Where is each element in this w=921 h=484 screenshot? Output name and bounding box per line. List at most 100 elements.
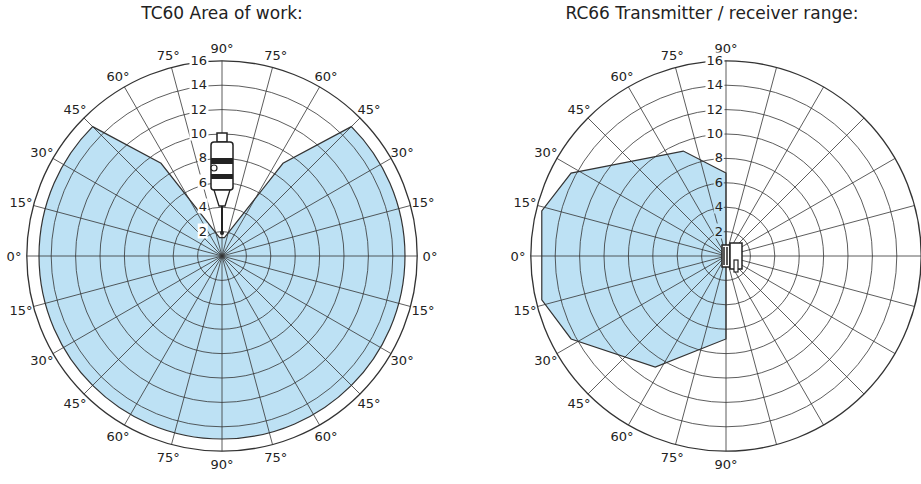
grid-spoke xyxy=(726,61,727,256)
angle-label: 45° xyxy=(63,396,86,411)
grid-spoke xyxy=(84,256,222,394)
angle-label: 75° xyxy=(157,449,180,464)
angle-label: 75° xyxy=(157,48,180,63)
grid-spoke xyxy=(537,205,726,256)
grid-spoke xyxy=(537,256,726,307)
grid-spoke xyxy=(557,158,726,256)
radius-label: 6 xyxy=(198,174,208,189)
radius-label: 12 xyxy=(705,101,724,116)
radius-label: 2 xyxy=(198,223,208,238)
angle-label: 45° xyxy=(358,101,381,116)
radius-label: 14 xyxy=(189,77,208,92)
grid-spoke xyxy=(588,256,726,394)
grid-spoke xyxy=(33,205,222,256)
grid-spoke xyxy=(222,118,360,256)
chart-title: RC66 Transmitter / receiver range: xyxy=(565,3,858,23)
angle-label: 45° xyxy=(63,101,86,116)
probe-band xyxy=(211,158,233,164)
receiver-window xyxy=(726,247,728,265)
grid-spoke xyxy=(222,256,360,394)
grid-spoke xyxy=(222,256,320,425)
angle-label: 0° xyxy=(7,249,22,264)
angle-label: 60° xyxy=(610,68,633,83)
radius-label: 16 xyxy=(189,52,208,67)
grid-spoke xyxy=(557,256,726,354)
angle-label: 60° xyxy=(610,429,633,444)
angle-label: 75° xyxy=(264,48,287,63)
grid-spoke xyxy=(726,256,824,425)
grid-spoke xyxy=(124,256,222,425)
grid-spoke xyxy=(222,256,273,445)
angle-label: 30° xyxy=(30,353,53,368)
angle-label: 75° xyxy=(661,449,684,464)
angle-label: 90° xyxy=(210,457,233,472)
angle-label: 90° xyxy=(714,457,737,472)
angle-label: 30° xyxy=(391,353,414,368)
angle-label: 60° xyxy=(106,429,129,444)
angle-label: 30° xyxy=(534,145,557,160)
grid-circle xyxy=(27,61,417,451)
angle-label: 15° xyxy=(514,195,537,210)
grid-spoke xyxy=(726,256,777,445)
radius-label: 10 xyxy=(705,126,724,141)
angle-label: 45° xyxy=(567,396,590,411)
grid-spoke xyxy=(588,118,726,256)
angle-label: 60° xyxy=(106,68,129,83)
angle-label: 60° xyxy=(314,68,337,83)
grid-spoke xyxy=(726,118,864,256)
probe-taper xyxy=(214,190,230,206)
angle-label: 15° xyxy=(411,195,434,210)
grid-spoke xyxy=(628,256,726,425)
angle-label: 30° xyxy=(534,353,557,368)
radius-label: 2 xyxy=(714,223,724,238)
range-area xyxy=(542,151,726,367)
angle-label: 60° xyxy=(314,429,337,444)
grid-spoke xyxy=(726,87,824,256)
probe-body xyxy=(211,142,233,190)
grid-spoke xyxy=(675,256,726,445)
radius-label: 4 xyxy=(198,199,208,214)
radius-label: 8 xyxy=(714,150,724,165)
angle-label: 30° xyxy=(391,145,414,160)
grid-spoke xyxy=(33,256,222,307)
receiver-face xyxy=(722,245,730,267)
grid-spoke xyxy=(726,256,864,394)
angle-label: 75° xyxy=(264,449,287,464)
grid-spoke xyxy=(124,87,222,256)
grid-spoke xyxy=(222,256,391,354)
radius-label: 8 xyxy=(198,150,208,165)
angle-label: 15° xyxy=(411,302,434,317)
probe-band xyxy=(211,174,233,179)
grid-spoke xyxy=(726,205,915,256)
angle-label: 15° xyxy=(10,195,33,210)
angle-label: 0° xyxy=(423,249,438,264)
grid-spoke xyxy=(726,256,921,257)
grid-circle xyxy=(531,61,921,451)
grid-spoke xyxy=(531,256,726,257)
probe-stylus xyxy=(221,206,223,232)
grid-spoke xyxy=(222,256,417,257)
grid-spoke xyxy=(222,205,411,256)
angle-label: 90° xyxy=(210,41,233,56)
angle-label: 0° xyxy=(511,249,526,264)
radius-label: 12 xyxy=(189,101,208,116)
grid-spoke xyxy=(53,158,222,256)
grid-spoke xyxy=(222,256,411,307)
angle-label: 75° xyxy=(661,48,684,63)
probe-cap xyxy=(217,133,227,142)
grid-spoke xyxy=(222,256,223,451)
grid-spoke xyxy=(53,256,222,354)
radius-label: 14 xyxy=(705,77,724,92)
receiver-cable xyxy=(734,260,738,272)
grid-spoke xyxy=(222,87,320,256)
probe-ball xyxy=(220,231,224,235)
grid-spoke xyxy=(628,87,726,256)
grid-spoke xyxy=(222,158,391,256)
grid-spoke xyxy=(675,67,726,256)
radius-label: 6 xyxy=(714,174,724,189)
angle-label: 15° xyxy=(514,302,537,317)
radius-label: 16 xyxy=(705,52,724,67)
grid-spoke xyxy=(27,256,222,257)
radius-label: 4 xyxy=(714,199,724,214)
